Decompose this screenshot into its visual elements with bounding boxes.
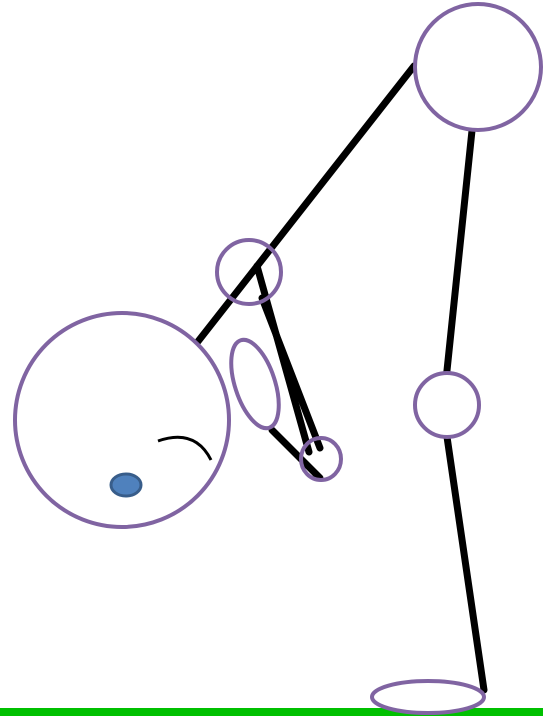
- eye: [111, 474, 141, 496]
- shin: [446, 430, 484, 690]
- torso: [196, 66, 414, 344]
- knee-joint: [415, 373, 479, 437]
- foot: [372, 681, 484, 713]
- hip-joint: [415, 4, 541, 130]
